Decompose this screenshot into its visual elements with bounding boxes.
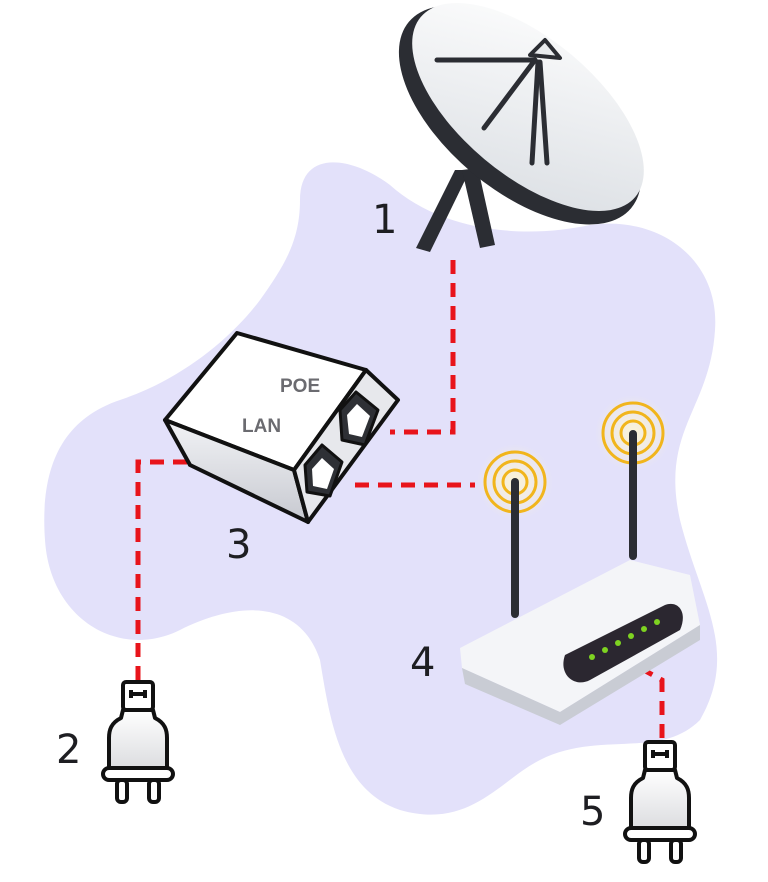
dish-leg-left	[416, 170, 470, 252]
poe-port	[338, 390, 380, 447]
cable-plug-to-router	[638, 665, 665, 740]
satellite-dish-icon	[398, 3, 644, 252]
power-plug-icon	[101, 680, 175, 804]
poe-injector-icon	[163, 331, 400, 524]
cable-dish-to-poe	[390, 260, 456, 435]
power-plug-icon	[623, 740, 697, 864]
cables	[135, 260, 665, 740]
router-front	[462, 625, 700, 725]
poe-label: POE	[280, 376, 320, 397]
dish-face	[412, 3, 644, 211]
router-led-panel	[563, 603, 683, 683]
node-label-5: 5	[580, 789, 606, 835]
lan-label: LAN	[242, 416, 281, 437]
node-label-1: 1	[372, 197, 398, 243]
dish-leg-right	[462, 168, 495, 248]
wifi-router-icon	[460, 395, 700, 725]
cable-plug-to-injector	[135, 459, 188, 680]
antenna-left	[511, 478, 519, 618]
node-label-3: 3	[226, 522, 252, 568]
node-label-4: 4	[410, 640, 436, 686]
node-label-2: 2	[56, 727, 82, 773]
router-body	[460, 560, 700, 712]
antenna-right	[629, 430, 637, 560]
lan-port	[303, 443, 344, 498]
status-leds	[589, 619, 660, 660]
